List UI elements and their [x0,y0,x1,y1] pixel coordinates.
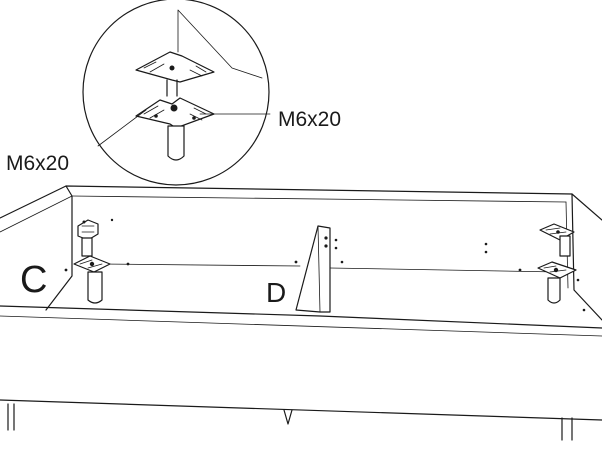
upper-corner-bracket-icon [135,51,215,97]
leg-left-icon [87,271,103,304]
front-leg-left [7,403,15,431]
corner-bracket-left-lower [73,255,111,273]
front-leg-right [561,417,573,441]
frame-left-rail [45,185,73,311]
callout-leader-left [97,109,147,147]
corner-bracket-right-lower [537,261,577,279]
detail-wall-edge [177,9,263,79]
detail-leg-icon [167,125,185,161]
screw-callout-right: M6x20 [278,108,341,131]
screw-callout-left: M6x20 [6,152,69,175]
frame-right-rail [571,193,602,321]
leg-right-icon [547,277,561,304]
detail-magnifier [82,0,271,186]
corner-bracket-right-upper [539,223,575,257]
detail-circle [82,0,270,186]
corner-bracket-left-upper [77,219,99,257]
frame-back-rail [0,185,602,221]
middle-label-d: D [266,277,286,308]
center-divider-panel [295,225,344,313]
front-leg-middle [283,409,293,425]
frame-front-rail [0,305,602,329]
lower-corner-bracket-icon [135,97,215,129]
corner-label-c: C [20,259,47,301]
